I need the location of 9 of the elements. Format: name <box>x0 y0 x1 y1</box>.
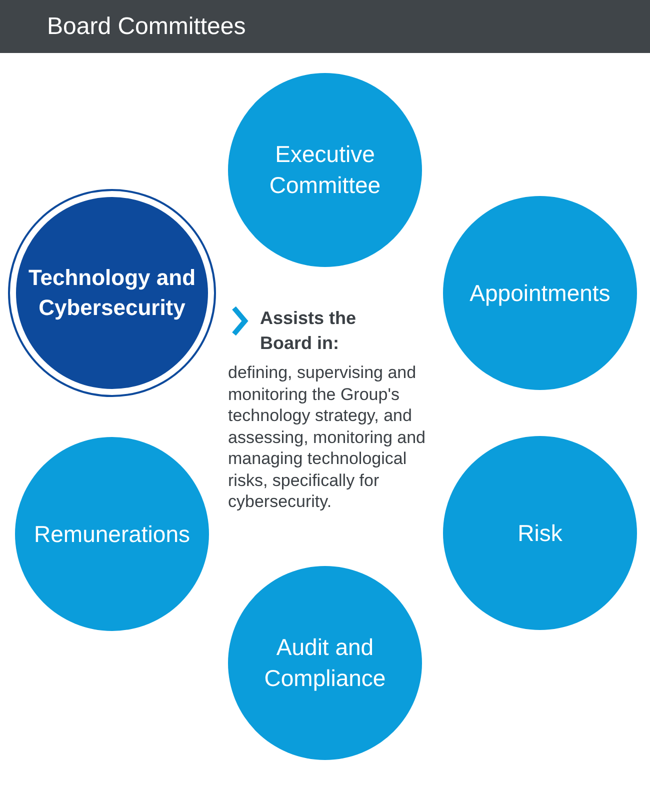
committee-name: Audit and Compliance <box>263 633 387 693</box>
committee-name: Technology and Cybersecurity <box>27 264 197 322</box>
description-text: defining, supervising and monitoring the Group's technology strategy, and assessing, monitoring and managing technological risks, specifically for cybersecurity. <box>228 362 427 512</box>
committee-name: Remunerations <box>33 520 191 548</box>
title: Board Committees <box>47 13 246 41</box>
committee-name: Appointments <box>468 278 612 308</box>
committee-name: Risk <box>516 518 564 548</box>
committee-name: Executive Committee <box>268 140 382 200</box>
callout-heading: Assists the Board in: <box>260 307 358 355</box>
